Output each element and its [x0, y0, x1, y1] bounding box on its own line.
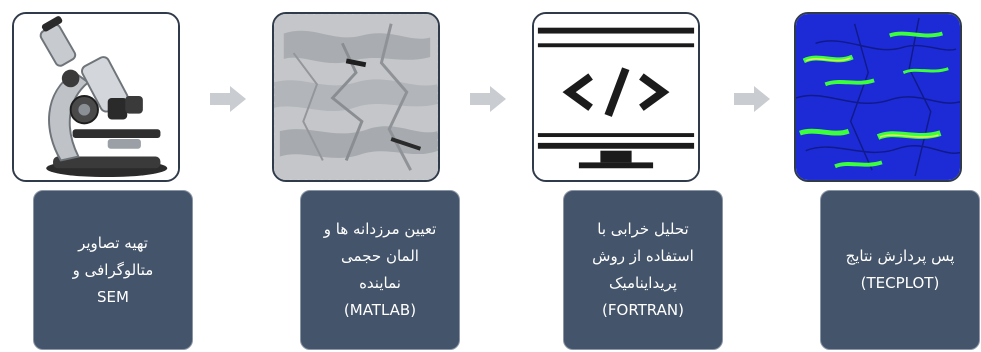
step-caption: تحلیل خرابی با استفاده از روش پریداینامی…	[563, 190, 723, 350]
micrograph-icon	[274, 14, 438, 180]
micrograph-image	[272, 12, 440, 182]
caption-line: (MATLAB)	[343, 301, 417, 319]
caption-line: تهیه تصاویر	[78, 233, 148, 252]
caption-line: نماینده	[359, 274, 401, 292]
code-monitor-icon	[534, 14, 698, 180]
flow-arrow	[470, 86, 506, 112]
code-monitor-image	[532, 12, 700, 182]
caption-line: متالوگرافی و	[72, 260, 154, 279]
microscope-icon	[14, 14, 178, 180]
step-caption: پس پردازش نتایج (TECPLOT)	[820, 190, 980, 350]
caption-line: پریداینامیک	[609, 274, 677, 292]
caption-line: تحلیل خرابی با	[597, 220, 689, 238]
caption-line: استفاده از روش	[592, 247, 694, 265]
caption-line: (TECPLOT)	[860, 274, 940, 292]
caption-line: پس پردازش نتایج	[845, 247, 955, 265]
step-caption: تعیین مرزدانه ها و المان حجمی نماینده (M…	[300, 190, 460, 350]
damage-contour-image	[794, 12, 962, 182]
microscope-image	[12, 12, 180, 182]
caption-line: المان حجمی	[341, 247, 419, 265]
flow-arrow	[210, 86, 246, 112]
caption-line: (FORTRAN)	[602, 301, 684, 319]
caption-line: تعیین مرزدانه ها و	[323, 220, 437, 238]
damage-contour-icon	[796, 14, 960, 180]
caption-line: SEM	[97, 287, 129, 306]
step-caption: تهیه تصاویر متالوگرافی و SEM	[33, 190, 193, 350]
flow-arrow	[734, 86, 770, 112]
